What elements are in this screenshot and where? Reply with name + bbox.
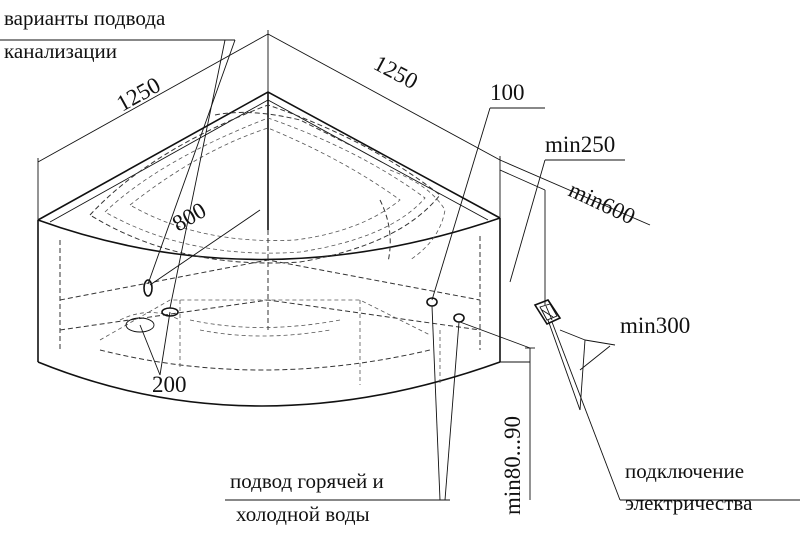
cold-water-inlet bbox=[453, 313, 465, 323]
dim-min250: min250 bbox=[545, 132, 615, 157]
dim-min80-90: min80...90 bbox=[500, 416, 525, 515]
electric-label-line2: электричества bbox=[625, 491, 753, 515]
dim-200: 200 bbox=[152, 372, 187, 397]
water-label-line1: подвод горячей и bbox=[230, 469, 384, 493]
water-label-line2: холодной воды bbox=[236, 502, 370, 526]
sewer-label-line1: варианты подвода bbox=[4, 6, 166, 30]
dim-100: 100 bbox=[490, 80, 525, 105]
sewer-outlet-variant-1 bbox=[143, 279, 153, 297]
electric-socket-icon bbox=[533, 299, 562, 326]
leader-lines bbox=[0, 39, 800, 501]
diagram-labels: варианты подвода канализации подвод горя… bbox=[4, 6, 753, 526]
dim-800: 800 bbox=[168, 197, 210, 236]
electric-label-line1: подключение bbox=[625, 459, 744, 483]
dim-min300: min300 bbox=[620, 313, 690, 338]
sewer-label-line2: канализации bbox=[4, 39, 117, 63]
dim-min600: min600 bbox=[565, 177, 639, 229]
bathtub-outline bbox=[37, 91, 501, 407]
dim-side-right: 1250 bbox=[370, 50, 422, 94]
drain-fittings bbox=[125, 279, 465, 333]
dim-side-left: 1250 bbox=[112, 72, 164, 116]
inner-bowl-hidden-lines bbox=[59, 104, 481, 385]
